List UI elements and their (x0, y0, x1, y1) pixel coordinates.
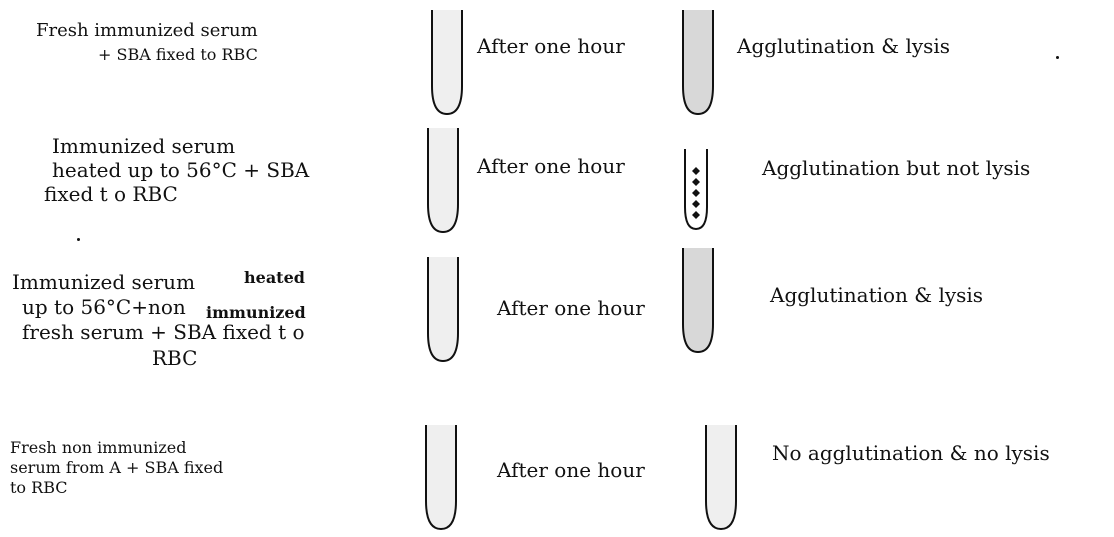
row3-final-tube (679, 246, 717, 356)
row3-input-line1a: Immunized serum (12, 270, 195, 294)
row4-result: No agglutination & no lysis (772, 441, 1050, 465)
row2-input-line2: heated up to 56°C + SBA (52, 158, 309, 182)
row1-interval: After one hour (477, 34, 625, 58)
row3-input-line2a: up to 56°C+non (22, 295, 186, 319)
row1-initial-tube (428, 8, 466, 118)
row2-input-line3: fixed t o RBC (44, 182, 178, 206)
row2-initial-tube-svg (424, 126, 462, 236)
speck-2 (77, 238, 80, 241)
row3-initial-tube (424, 255, 462, 365)
row3-input-line3: fresh serum + SBA fixed t o (22, 320, 305, 344)
row2-interval: After one hour (477, 154, 625, 178)
row3-initial-tube-svg (424, 255, 462, 365)
row3-input-line1b: heated (244, 268, 305, 287)
row4-final-tube (702, 423, 740, 533)
row1-initial-tube-svg (428, 8, 466, 118)
row4-input-line3: to RBC (10, 478, 68, 497)
row2-initial-tube (424, 126, 462, 236)
row3-input-line4: RBC (152, 346, 197, 370)
row4-initial-tube-svg (422, 423, 460, 533)
row4-interval: After one hour (497, 458, 645, 482)
row2-final-tube (682, 147, 710, 233)
speck-1 (1056, 56, 1059, 59)
row4-input-line2: serum from A + SBA fixed (10, 458, 223, 477)
row1-input-line1: Fresh immunized serum (36, 20, 258, 42)
row4-initial-tube (422, 423, 460, 533)
row1-input-line2: + SBA fixed to RBC (98, 45, 258, 64)
row2-result: Agglutination but not lysis (762, 156, 1030, 180)
row2-final-tube-svg (682, 147, 710, 233)
row4-input-line1: Fresh non immunized (10, 438, 186, 457)
row1-final-tube-svg (679, 8, 717, 118)
row3-result: Agglutination & lysis (770, 283, 983, 307)
row4-final-tube-svg (702, 423, 740, 533)
row3-final-tube-svg (679, 246, 717, 356)
row1-result: Agglutination & lysis (737, 34, 950, 58)
row1-final-tube (679, 8, 717, 118)
row3-interval: After one hour (497, 296, 645, 320)
row2-input-line1: Immunized serum (52, 134, 235, 158)
